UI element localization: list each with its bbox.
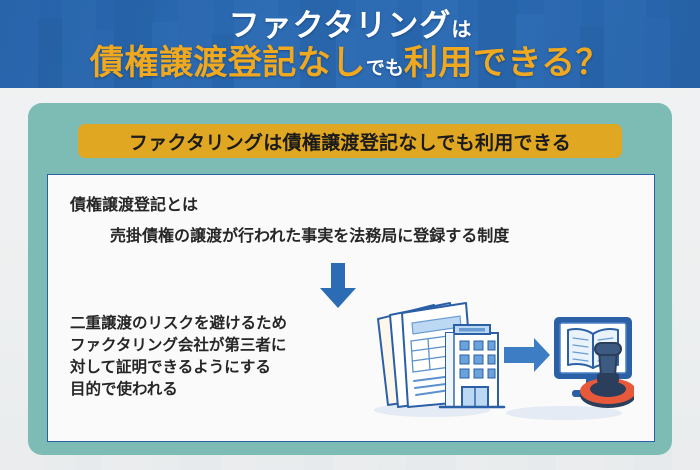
definition-text: 売掛債権の譲渡が行われた事実を法務局に登録する制度 — [110, 228, 510, 245]
right-arrow-icon — [504, 338, 550, 372]
header-title-connector: でも — [365, 57, 404, 79]
header-title-main: ファクタリング — [228, 7, 452, 43]
header-title-line2: 債権譲渡登記なしでも利用できる？ — [90, 46, 610, 80]
header-title-line1: ファクタリングは — [229, 10, 472, 41]
header-building-texture — [0, 0, 700, 88]
body-text-line-2: ファクタリング会社が第三者に — [70, 337, 287, 354]
header-sheen — [0, 0, 700, 88]
header-title-group: ファクタリングは 債権譲渡登記なしでも利用できる？ — [0, 0, 700, 88]
header-title-particle: は — [451, 18, 472, 41]
header-banner: ファクタリングは 債権譲渡登記なしでも利用できる？ — [0, 0, 700, 88]
body-text-line-1: 二重譲渡のリスクを避けるため — [70, 315, 288, 332]
body-text-line-4: 目的で使われる — [70, 381, 178, 398]
section-banner-label: ファクタリングは債権譲渡登記なしでも利用できる — [128, 132, 572, 154]
rubber-stamp-icon — [580, 342, 634, 408]
header-title-highlight-2: 利用できる？ — [403, 43, 611, 82]
documents-to-registry-illustration — [374, 302, 634, 420]
header-title-highlight-1: 債権譲渡登記なし — [89, 43, 366, 82]
down-arrow-icon — [320, 263, 356, 308]
body-text-line-3: 対して証明できるようにする — [70, 359, 271, 376]
definition-card: 債権譲渡登記とは 売掛債権の譲渡が行われた事実を法務局に登録する制度 二重譲渡の… — [47, 174, 655, 442]
section-banner: ファクタリングは債権譲渡登記なしでも利用できる — [78, 124, 622, 158]
body-text-block: 二重譲渡のリスクを避けるため ファクタリング会社が第三者に 対して証明できるよう… — [70, 313, 287, 401]
monitor-shadow — [506, 406, 622, 420]
office-building — [438, 324, 506, 409]
definition-heading: 債権譲渡登記とは — [70, 197, 199, 214]
